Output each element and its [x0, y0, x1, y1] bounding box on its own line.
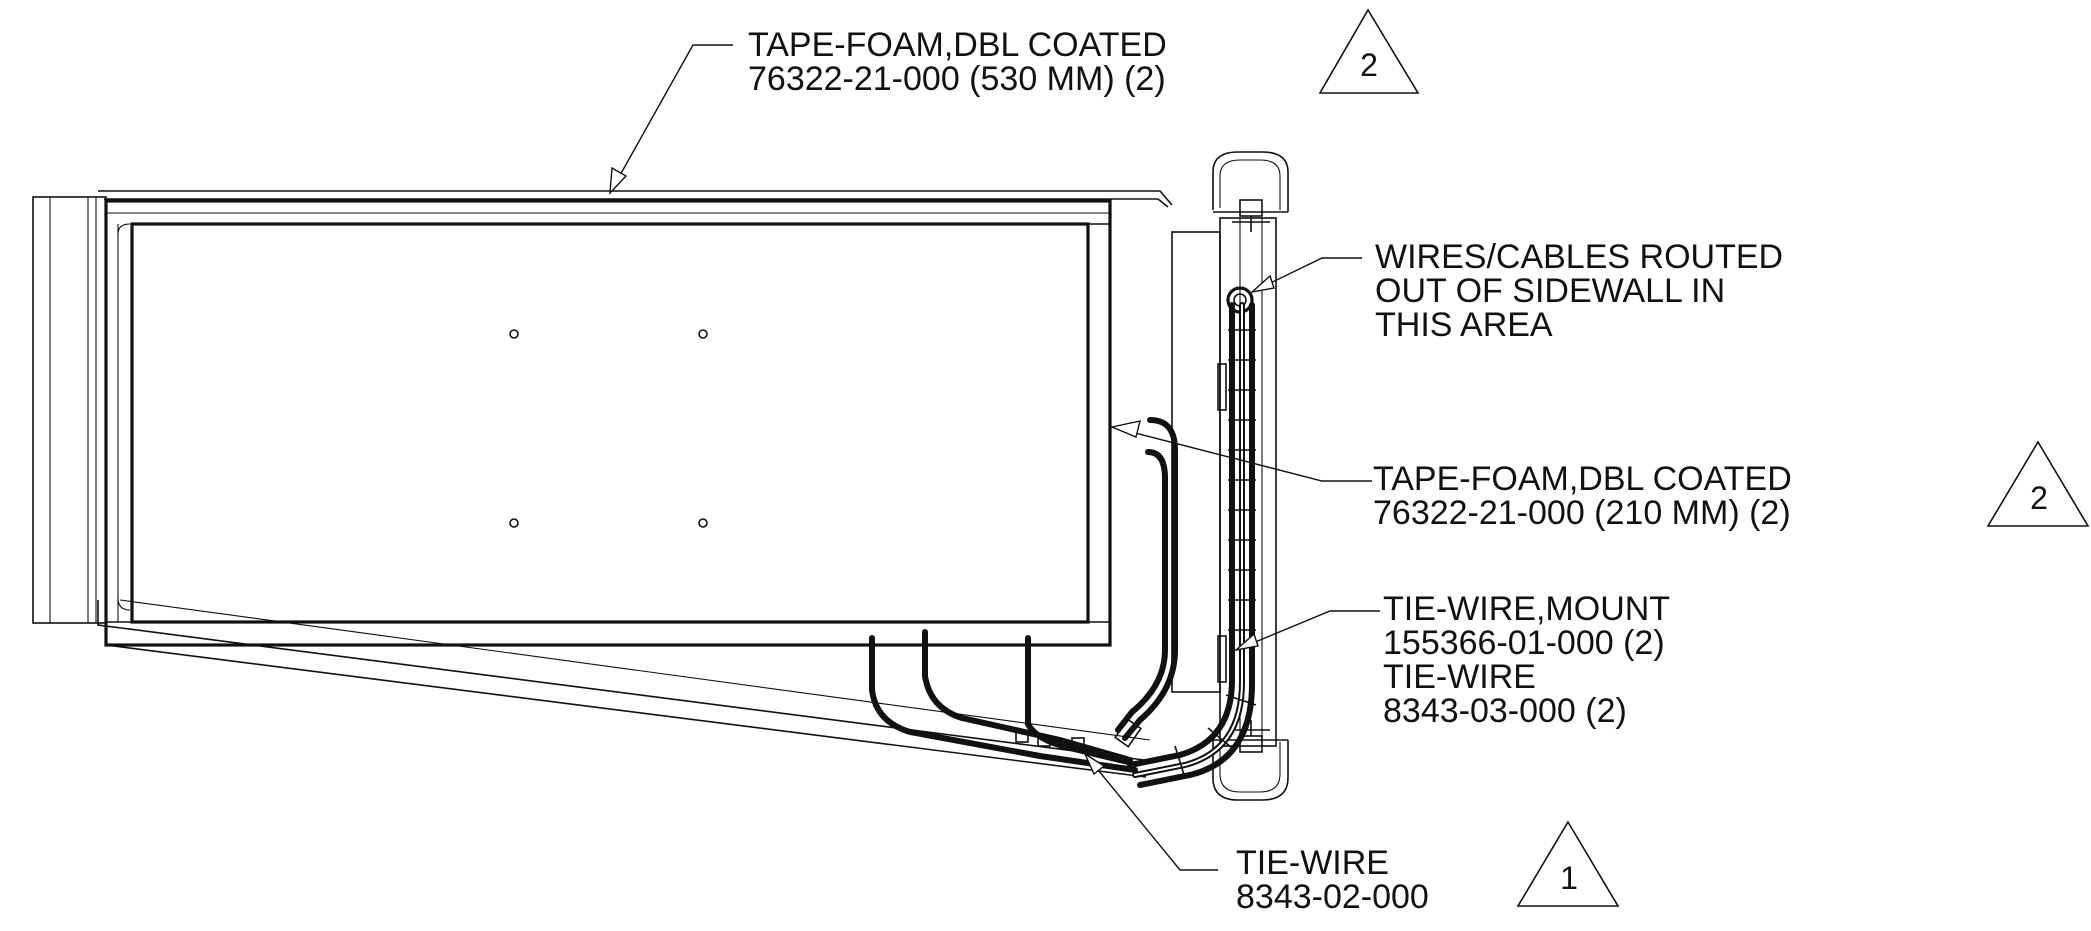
callout-line: 8343-03-000 (2): [1383, 692, 1627, 730]
note-number: 2: [1360, 47, 1378, 83]
callout-line: OUT OF SIDEWALL IN: [1375, 272, 1725, 310]
cable-bundle: [869, 286, 1257, 788]
callout-line: 76322-21-000 (530 MM) (2): [748, 60, 1166, 98]
callout-wires-routed: WIRES/CABLES ROUTED OUT OF SIDEWALL IN T…: [1375, 238, 1783, 344]
callout-line: TIE-WIRE,MOUNT: [1383, 590, 1670, 628]
callout-line: THIS AREA: [1375, 306, 1553, 344]
panel-frame: [104, 199, 1112, 647]
callout-line: WIRES/CABLES ROUTED: [1375, 238, 1783, 276]
cable-ladder-rungs: [1174, 329, 1257, 779]
arrowhead: [1233, 632, 1259, 652]
arrowhead: [1109, 420, 1141, 438]
callout-tape-side: TAPE-FOAM,DBL COATED 76322-21-000 (210 M…: [1373, 440, 2090, 532]
mounting-hole: [509, 518, 519, 528]
left-end-flange: [32, 196, 107, 624]
arrowhead: [1249, 274, 1275, 294]
leader-lines: [609, 44, 1380, 871]
note-number: 1: [1560, 860, 1578, 896]
note-triangle: [1516, 820, 1620, 907]
sidewall-channel: [1171, 231, 1221, 693]
mounting-holes: [509, 329, 708, 528]
housing-bottom-slope: [97, 599, 1151, 778]
note-triangle: [1318, 8, 1420, 94]
callout-line: 76322-21-000 (210 MM) (2): [1373, 494, 1791, 532]
mounting-hole: [509, 329, 519, 339]
callout-tie-wire-mount: TIE-WIRE,MOUNT 155366-01-000 (2) TIE-WIR…: [1383, 590, 1670, 730]
housing-top-rail: [98, 190, 1173, 214]
note-triangle: [1986, 440, 2090, 527]
callout-line: TIE-WIRE: [1383, 658, 1536, 696]
callout-tie-wire-bottom: TIE-WIRE 8343-02-000 1: [1236, 820, 1620, 916]
callout-line: 155366-01-000 (2): [1383, 624, 1665, 662]
mounting-hole: [698, 329, 708, 339]
callout-line: TIE-WIRE: [1236, 844, 1389, 882]
callout-tape-top: TAPE-FOAM,DBL COATED 76322-21-000 (530 M…: [748, 8, 1420, 98]
arrowhead: [1083, 752, 1106, 776]
mounting-hole: [698, 518, 708, 528]
note-number: 2: [2030, 480, 2048, 516]
callout-line: TAPE-FOAM,DBL COATED: [748, 26, 1167, 64]
arrowhead: [609, 166, 628, 195]
callout-line: 8343-02-000: [1236, 878, 1429, 916]
callout-line: TAPE-FOAM,DBL COATED: [1373, 460, 1792, 498]
